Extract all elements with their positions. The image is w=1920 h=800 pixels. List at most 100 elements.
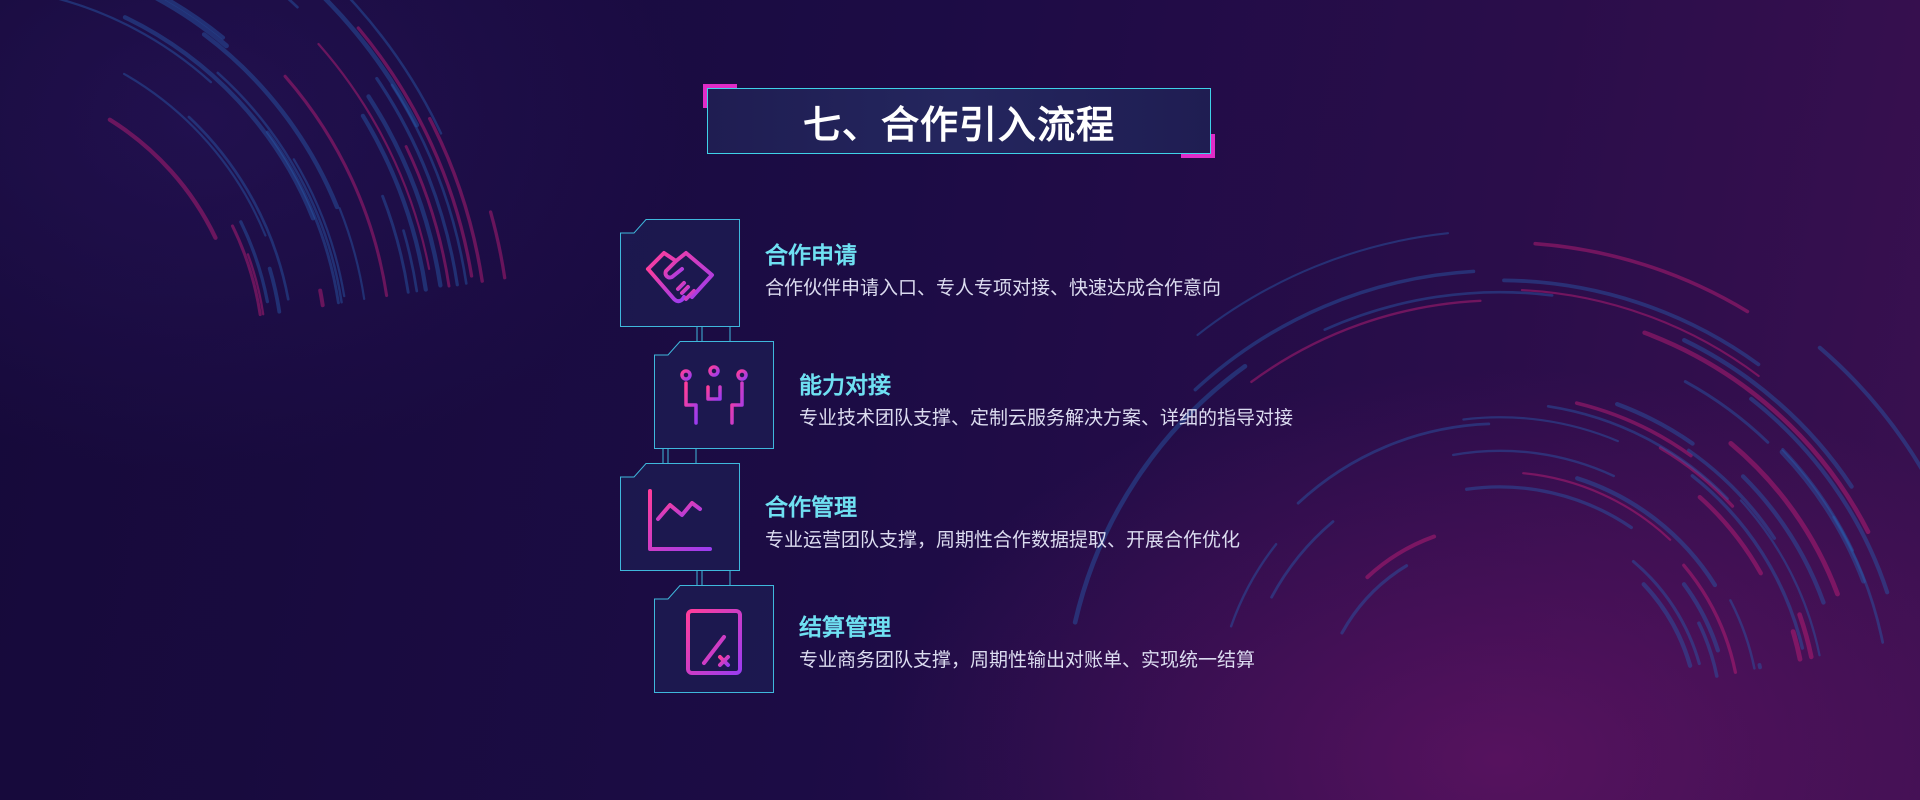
background-arc: [58, 0, 213, 84]
background-arc: [1193, 269, 1476, 392]
background-arc: [1546, 404, 1729, 500]
handshake-icon: [646, 251, 714, 304]
step-title-2: 能力对接: [799, 373, 891, 399]
background-arc: [318, 288, 325, 308]
background-arc: [1575, 476, 1718, 588]
background-arc: [201, 32, 340, 210]
step-icon-box-1: [620, 219, 740, 327]
background-arc: [1832, 515, 1885, 644]
step-title-1: 合作申请: [765, 243, 857, 269]
background-arc: [338, 207, 366, 300]
meeting-icon: [680, 365, 748, 425]
calculator-icon: [686, 609, 742, 675]
step-title-4: 结算管理: [799, 615, 891, 641]
connector-lines: [696, 570, 731, 586]
background-arc: [1682, 563, 1738, 674]
background-arc: [265, 130, 340, 305]
background-arc: [1615, 402, 1695, 446]
background-arc: [1757, 663, 1762, 670]
background-arc: [1196, 232, 1450, 337]
title-banner: 七、合作引入流程: [703, 84, 1215, 158]
connector-lines: [662, 448, 697, 464]
background-arc: [1270, 520, 1335, 599]
step-description-3: 专业运营团队支撑，周期性合作数据提取、开展合作优化: [765, 529, 1241, 551]
background-arc: [1574, 401, 1693, 458]
background-arc: [1658, 446, 1735, 508]
background-arc: [239, 220, 270, 304]
background-arc: [1683, 380, 1770, 444]
step-icon-box-2: [654, 341, 774, 449]
background-arc: [292, 158, 346, 298]
background-arc: [1522, 472, 1672, 541]
background-arc: [1250, 299, 1482, 384]
background-arc: [1797, 612, 1814, 660]
background-arc: [1729, 599, 1756, 670]
background-arc: [381, 194, 410, 294]
background-arc: [1641, 582, 1693, 668]
background-arc: [1533, 241, 1750, 314]
step-frame: [654, 585, 774, 693]
background-arc: [1740, 474, 1826, 605]
background-arc: [1681, 582, 1720, 653]
background-arc: [1631, 559, 1701, 666]
background-arc: [287, 0, 299, 9]
background-arc: [366, 94, 443, 288]
background-arc: [1817, 345, 1920, 471]
step-title-3: 合作管理: [765, 495, 857, 521]
background-arc: [246, 253, 265, 316]
background-arc: [154, 0, 229, 49]
background-arc: [1728, 441, 1840, 597]
background-arc: [122, 15, 316, 221]
background-arc: [1365, 534, 1437, 580]
background-arc: [1465, 485, 1633, 530]
background-arc: [1779, 449, 1866, 584]
background-arc: [1790, 629, 1803, 662]
background-arc: [1739, 499, 1821, 657]
background-arc: [390, 83, 468, 285]
title-corner-accent: [1181, 134, 1215, 158]
background-arc: [1697, 621, 1719, 678]
background-arc: [349, 0, 443, 135]
background-arc: [488, 210, 507, 280]
background-arc: [1697, 494, 1763, 576]
step-icon-box-3: [620, 463, 740, 571]
background-arc: [1452, 449, 1615, 478]
background-arc: [267, 266, 282, 314]
step-description-4: 专业商务团队支撑，周期性输出对账单、实现统一结算: [799, 649, 1256, 671]
background-arc: [360, 113, 428, 292]
background-arc: [1462, 416, 1619, 443]
background-arc: [1296, 422, 1491, 505]
background-arc: [1686, 448, 1777, 540]
page-title: 七、合作引入流程: [802, 102, 1115, 147]
background-arc: [1323, 290, 1554, 331]
background-arc: [1340, 564, 1409, 635]
background-arc: [107, 117, 218, 240]
background-arc: [1642, 330, 1871, 535]
background-arc: [323, 0, 420, 128]
background-arc: [1682, 338, 1854, 489]
background-arc: [216, 71, 343, 304]
chart-icon: [648, 489, 712, 551]
background-arc: [1229, 543, 1278, 628]
step-icon-box-4: [654, 585, 774, 693]
background-arc: [123, 72, 267, 237]
background-arc: [402, 229, 419, 293]
step-description-2: 专业技术团队支撑、定制云服务解决方案、详细的指导对接: [799, 407, 1294, 429]
background-arc: [1781, 448, 1854, 552]
background-arc: [404, 145, 451, 288]
background-arc: [356, 26, 474, 278]
connector-lines: [696, 326, 731, 342]
background-arc: [164, 0, 225, 40]
title-corner-accent: [703, 84, 737, 108]
background-arc: [230, 224, 262, 317]
background-arc: [1520, 289, 1760, 378]
background-arc: [1749, 396, 1890, 595]
background-arc: [283, 74, 389, 298]
background-arc: [1690, 474, 1805, 650]
background-arc: [375, 76, 459, 287]
step-description-1: 合作伙伴申请入口、专人专项对接、快速达成合作意向: [765, 277, 1222, 299]
background-arc: [1502, 278, 1761, 367]
background-arc: [187, 115, 290, 301]
background-arc: [428, 116, 484, 283]
background-arc: [317, 42, 431, 270]
